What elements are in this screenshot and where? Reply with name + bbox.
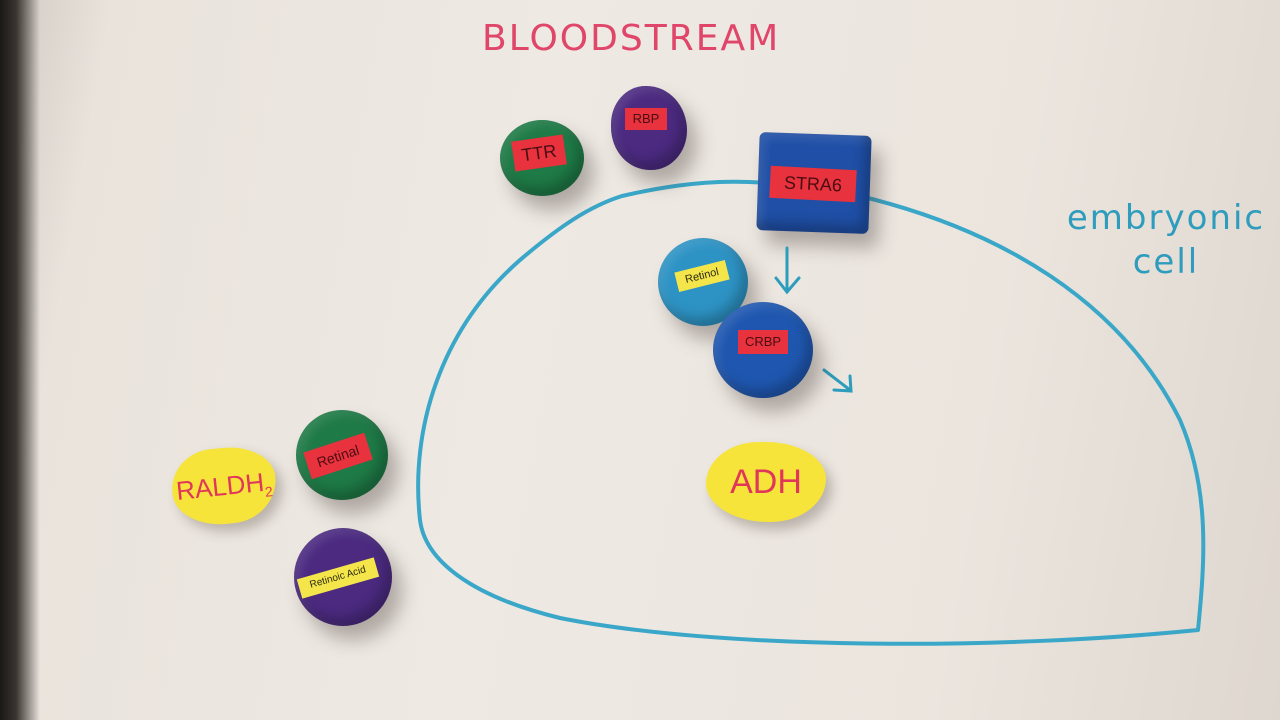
- stra6-tag: STRA6: [769, 165, 857, 203]
- board-edge: [0, 0, 40, 720]
- cell-membrane-outline: [416, 179, 1206, 646]
- arrow-diagonal-icon: [822, 368, 853, 393]
- embryonic-cell-label: embryonic cell: [1056, 196, 1276, 284]
- rbp-tag: RBP: [625, 108, 667, 130]
- raldh2-label: RALDH: [174, 466, 266, 506]
- crbp-tag: CRBP: [738, 330, 788, 354]
- embryonic-cell-label-line2: cell: [1132, 242, 1200, 282]
- raldh2-subscript: 2: [264, 483, 274, 500]
- bloodstream-label: BLOODSTREAM: [482, 18, 781, 59]
- adh-enzyme: ADH: [706, 442, 826, 522]
- embryonic-cell-label-line1: embryonic: [1066, 198, 1266, 238]
- arrow-down-icon: [774, 246, 801, 295]
